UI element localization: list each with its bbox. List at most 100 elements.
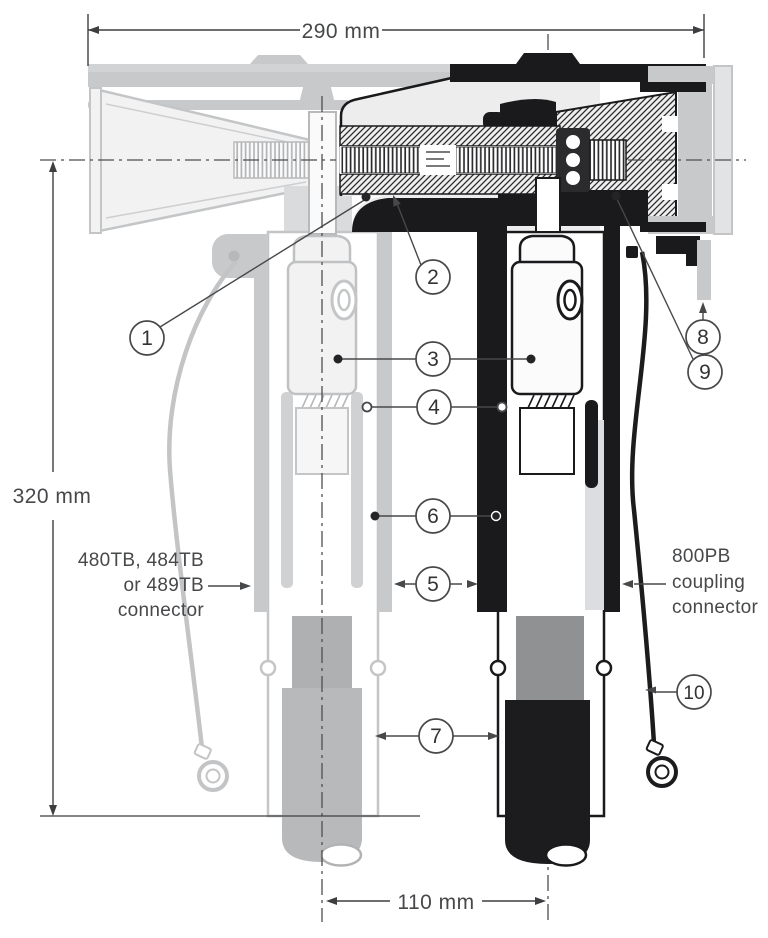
- housing-wall-right: [604, 226, 620, 612]
- arrow-left: [326, 897, 337, 905]
- callout-5-num: 5: [427, 573, 439, 596]
- coupling-lug-stud: [535, 177, 561, 233]
- dimension-290: 290 mm: [87, 14, 705, 66]
- ghost-test-point-cap: [250, 55, 308, 64]
- tbody-800pb-assembly: [339, 53, 733, 867]
- coupling-ground-eyelet: [646, 756, 678, 788]
- callout-7: 7: [375, 718, 499, 754]
- dim-110-label: 110 mm: [397, 891, 474, 914]
- cap-lip-lower: [640, 222, 706, 232]
- stud-sleeve-lower: [339, 173, 561, 195]
- ghost-lug-eyelet: [330, 279, 358, 321]
- callout-1-dot: [361, 192, 371, 202]
- ghost-housing-wall-right: [378, 228, 392, 612]
- callout-3: 3: [333, 341, 536, 377]
- callout-8: 8: [685, 302, 721, 355]
- arrow-right: [693, 26, 704, 34]
- cap-tab: [697, 240, 711, 300]
- tbody-shield-lower: [498, 190, 648, 226]
- ghost-480tb-connector: [88, 55, 452, 867]
- callout-2-arrow: [393, 195, 401, 207]
- coupling-lug-eyelet: [556, 279, 584, 321]
- cap-lip-upper: [640, 82, 706, 92]
- coupling-adapter-strip: [585, 400, 598, 488]
- end-cap: [640, 65, 733, 300]
- housing-bottom-wall: [352, 198, 507, 232]
- ghost-top-bar: [88, 72, 452, 87]
- hex-nut: [556, 128, 590, 192]
- callout-6: 6: [370, 498, 502, 534]
- callout-4: 4: [361, 389, 508, 425]
- coupling-ground-wire: [629, 251, 657, 745]
- callout-1-num: 1: [141, 327, 153, 350]
- ghost-wire-crimp: [193, 743, 212, 760]
- ghost-crimp-marks: [301, 394, 349, 409]
- label-480tb-line2: or 489TB: [123, 575, 204, 596]
- coupling-lug-barrel: [519, 407, 575, 475]
- ghost-housing-wall-left: [254, 234, 268, 612]
- stud-break-symbol: [420, 145, 456, 175]
- arrow-down: [49, 805, 57, 816]
- coupling-tube-bead-left: [489, 659, 507, 677]
- ghost-cable-end: [319, 843, 363, 867]
- callout-2-num: 2: [427, 266, 439, 289]
- arrow-right: [535, 897, 546, 905]
- ground-attach-block: [626, 246, 638, 258]
- label-800pb-line2: coupling: [672, 572, 745, 593]
- ghost-ground-eyelet: [197, 760, 229, 792]
- dim-320-label: 320 mm: [13, 485, 92, 508]
- label-480tb-line3: connector: [118, 600, 205, 621]
- arrow-up: [49, 161, 57, 172]
- callout-3-num: 3: [427, 348, 439, 371]
- callout-10-num: 10: [683, 683, 704, 704]
- cap-notch-upper: [662, 116, 678, 132]
- callout-7-num: 7: [430, 725, 442, 748]
- dimension-320: 320 mm: [13, 161, 420, 817]
- cap-hook: [656, 236, 700, 254]
- coupling-semicon-sleeve: [516, 616, 584, 702]
- housing-wall-left: [477, 228, 507, 612]
- ghost-ground-wire: [167, 260, 238, 749]
- label-800pb-line1: 800PB: [672, 546, 731, 567]
- tbody-top-shield: [450, 64, 706, 82]
- coupling-crimp-marks: [527, 394, 575, 409]
- label-800pb-line3: connector: [672, 597, 759, 618]
- tbody-outline: [339, 75, 457, 196]
- ghost-stud-boss: [298, 75, 336, 108]
- ghost-ground-screw: [228, 250, 240, 262]
- coupling-tube-bead-right: [595, 659, 613, 677]
- ghost-tube-bead-left: [259, 659, 277, 677]
- callout-2: 2: [393, 195, 451, 295]
- coupling-wire-crimp: [645, 739, 664, 756]
- callout-9-dot: [611, 191, 621, 201]
- ghost-adapter-strip-right: [351, 392, 363, 588]
- callout-4-num: 4: [428, 396, 440, 419]
- centerlines: [40, 96, 746, 922]
- cap-notch-lower: [662, 184, 678, 200]
- callout-1: 1: [129, 192, 371, 356]
- coupling-compression-lug: [510, 234, 584, 475]
- callout-9: 9: [611, 191, 723, 390]
- callout-6-num: 6: [427, 505, 439, 528]
- dimension-110: 110 mm: [326, 891, 546, 914]
- stud-end: [589, 139, 627, 181]
- dim-290-label: 290 mm: [302, 20, 381, 43]
- ghost-top-band: [88, 64, 452, 73]
- label-800pb-arrow: [622, 580, 633, 588]
- stud-sleeve-upper: [339, 125, 561, 147]
- coupling-cable-jacket: [505, 700, 590, 864]
- callout-5: 5: [394, 566, 478, 602]
- ghost-tube-bead-right: [369, 659, 387, 677]
- ghost-adapter-strip-left: [281, 392, 293, 588]
- callout-10: 10: [645, 674, 712, 710]
- label-480tb-arrow: [240, 582, 251, 590]
- label-480tb-line1: 480TB, 484TB: [78, 550, 204, 571]
- callout-8-num: 8: [697, 326, 709, 349]
- label-480tb-connector: 480TB, 484TB or 489TB connector: [78, 550, 251, 621]
- tbody-test-point-cap: [516, 53, 580, 64]
- coupling-cable-end: [544, 843, 588, 867]
- callouts: 1 2 3 4 6: [129, 191, 723, 754]
- arrow-left: [88, 26, 99, 34]
